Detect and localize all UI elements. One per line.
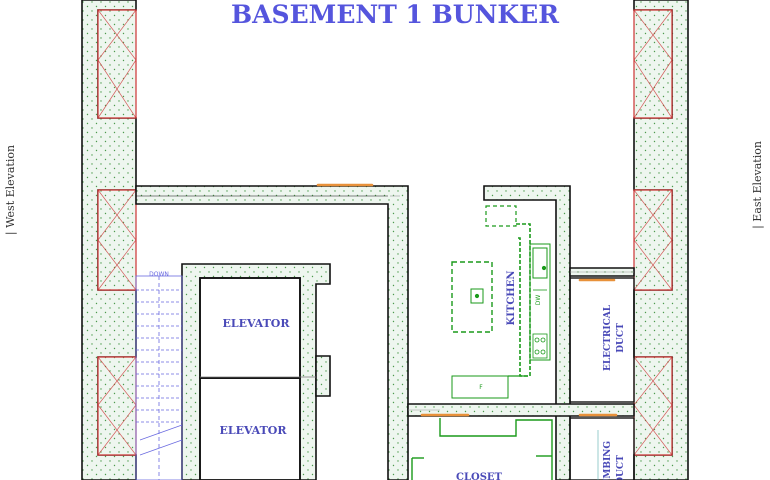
- east-exterior-wall: [633, 0, 689, 480]
- elevator-shafts: [199, 277, 301, 480]
- closet-label: CLOSET: [456, 472, 503, 480]
- door-markers: [316, 183, 618, 417]
- kitchen-label: KITCHEN: [506, 271, 517, 326]
- duct-walls: [569, 277, 635, 480]
- dishwasher-label: DW: [535, 295, 542, 306]
- stair-direction-label: DOWN: [149, 271, 169, 278]
- staircase: DOWN: [135, 271, 183, 480]
- elevator-lower-label: ELEVATOR: [219, 424, 287, 437]
- closet-fixtures: [411, 418, 553, 480]
- east-elevation-label: | East Elevation: [751, 141, 765, 229]
- elevator-upper-label: ELEVATOR: [222, 317, 290, 330]
- fridge-label: F: [479, 384, 483, 391]
- west-exterior-wall: [81, 0, 137, 480]
- plan-title: BASEMENT 1 BUNKER: [231, 0, 559, 29]
- west-elevation-label: | West Elevation: [4, 145, 18, 235]
- electrical-duct-label-line1: ELECTRICAL: [603, 304, 613, 371]
- interior-walls: [135, 185, 635, 480]
- kitchen-fixtures: [451, 205, 551, 399]
- electrical-duct-label-line2: DUCT: [616, 323, 626, 353]
- plumbing-duct-label-line1: PLUMBING: [603, 441, 613, 480]
- plumbing-duct-label-line2: DUCT: [616, 455, 626, 480]
